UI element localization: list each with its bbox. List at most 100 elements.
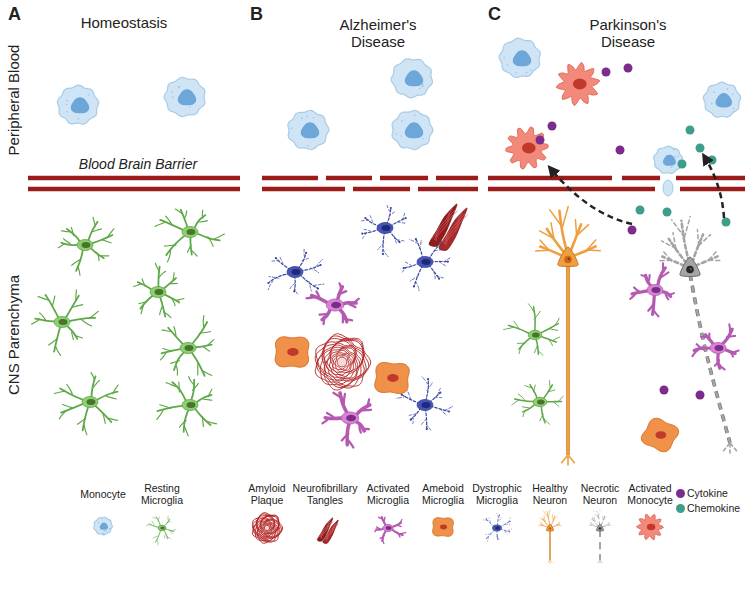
resting-microglia [61, 231, 69, 232]
necrotic-neuron [602, 515, 603, 521]
dystrophic-microglia [390, 218, 405, 226]
resting-microglia [167, 251, 170, 262]
activated-microglia [634, 287, 641, 292]
panel-title: Homeostasis [81, 14, 168, 31]
resting-microglia [146, 524, 151, 525]
activated-microglia [728, 324, 731, 332]
activated-microglia [348, 440, 354, 448]
resting-microglia [558, 396, 563, 401]
healthy-neuron [548, 560, 550, 563]
activated-microglia [316, 291, 320, 299]
healthy-neuron [562, 455, 568, 463]
dystrophic-microglia [378, 243, 384, 250]
resting-microglia [134, 263, 184, 317]
resting-microglia [534, 385, 536, 392]
blood-brain-barrier [436, 176, 478, 181]
activated-microglia [322, 393, 371, 448]
dystrophic-microglia [287, 267, 303, 278]
resting-microglia [157, 540, 158, 545]
dystrophic-microglia [362, 233, 367, 240]
activated-microglia [342, 315, 345, 322]
resting-microglia [77, 418, 85, 424]
activated-microglia [367, 399, 369, 407]
necrotic-neuron [596, 524, 603, 531]
activated-microglia [719, 365, 724, 370]
dystrophic-microglia [361, 233, 363, 235]
resting-microglia [528, 330, 542, 339]
dystrophic-microglia [483, 513, 511, 541]
ameboid-microglia [641, 418, 678, 452]
necrotic-neuron [590, 522, 593, 526]
resting-microglia [166, 216, 173, 225]
neurofibrillary-tangles [429, 204, 468, 250]
legend-swatch [676, 489, 685, 498]
cytokine [548, 122, 557, 131]
monocyte [189, 106, 191, 108]
healthy-neuron [550, 530, 551, 560]
resting-microglia [82, 397, 98, 408]
dystrophic-microglia [498, 537, 500, 540]
resting-microglia [150, 287, 166, 298]
dystrophic-microglia [311, 268, 319, 273]
dystrophic-microglia [305, 252, 307, 254]
monocyte [392, 110, 433, 149]
activated-microglia [383, 539, 384, 544]
resting-microglia [504, 327, 514, 329]
ameboid-microglia [655, 431, 666, 438]
healthy-neuron [587, 249, 600, 251]
dystrophic-microglia [409, 414, 416, 416]
healthy-neuron [564, 256, 572, 264]
resting-microglia [142, 279, 145, 286]
ameboid-microglia [287, 348, 299, 356]
dystrophic-microglia [426, 425, 431, 432]
resting-microglia [72, 332, 74, 340]
dystrophic-microglia [508, 518, 510, 523]
monocyte [392, 110, 433, 149]
activated-microglia [653, 310, 659, 317]
panel-title: Parkinson's Disease [589, 16, 666, 51]
resting-microglia [180, 343, 196, 354]
dystrophic-microglia [448, 410, 450, 412]
dystrophic-microglia [437, 276, 444, 278]
resting-microglia [189, 377, 194, 385]
dystrophic-microglia [499, 514, 500, 515]
resting-microglia [75, 336, 83, 338]
necrotic-neuron [658, 216, 737, 453]
dystrophic-microglia [486, 533, 491, 535]
dystrophic-microglia [422, 377, 428, 384]
monocyte [288, 110, 329, 149]
resting-microglia [523, 410, 525, 416]
necrotic-neuron [724, 443, 730, 451]
resting-microglia [72, 305, 83, 308]
blood-brain-barrier [262, 187, 345, 192]
resting-microglia [59, 411, 66, 419]
healthy-neuron [550, 560, 552, 563]
resting-microglia [171, 298, 175, 305]
monocyte [391, 59, 432, 98]
amyloid-plaque [264, 525, 269, 530]
neurofibrillary-tangles [446, 215, 468, 245]
resting-microglia [182, 227, 198, 238]
activated-microglia [345, 319, 352, 320]
monocyte [673, 149, 675, 151]
monocyte [677, 155, 679, 157]
cytokine [536, 136, 545, 145]
dystrophic-microglia [398, 222, 406, 223]
dystrophic-microglia [267, 282, 269, 284]
dystrophic-microglia [495, 526, 500, 529]
resting-microglia [203, 346, 210, 351]
chemokine [636, 206, 645, 215]
monocyte [727, 88, 729, 90]
resting-microglia [208, 389, 212, 396]
dystrophic-microglia [267, 249, 324, 294]
dystrophic-microglia [509, 531, 510, 532]
resting-microglia [553, 337, 560, 341]
activated-monocyte [506, 127, 548, 169]
necrotic-neuron [658, 259, 671, 261]
blood-brain-barrier [28, 176, 240, 181]
activated-microglia [400, 533, 406, 534]
resting-microglia [96, 392, 118, 401]
monocyte [171, 91, 173, 93]
activated-monocyte [556, 62, 599, 105]
dystrophic-microglia [397, 397, 406, 399]
